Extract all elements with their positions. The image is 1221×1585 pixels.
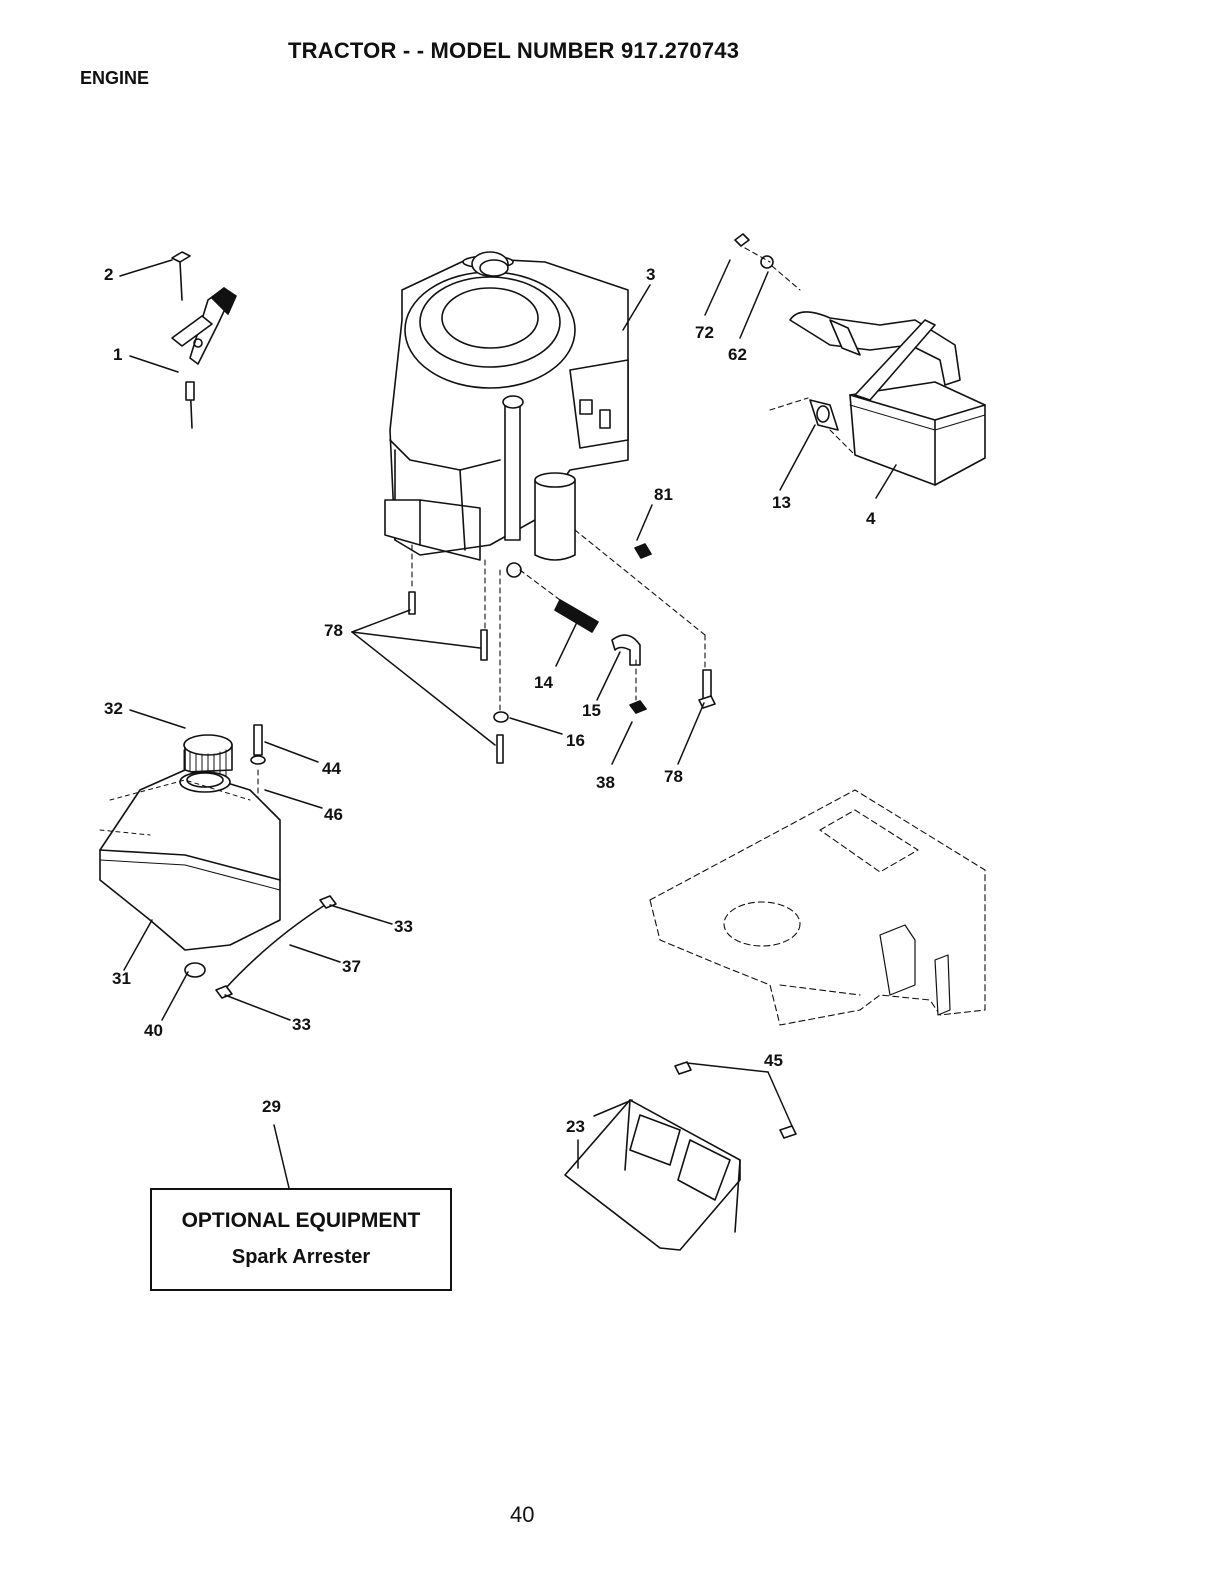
callout-1: 1: [113, 346, 122, 363]
chassis-bracket-part: [880, 925, 950, 1015]
callout-15: 15: [582, 702, 601, 719]
engine-part: [385, 252, 628, 577]
callout-44: 44: [322, 760, 341, 777]
callout-33-b: 33: [292, 1016, 311, 1033]
callout-3: 3: [646, 266, 655, 283]
fuel-tank-part: [100, 725, 336, 998]
optional-equipment-box: OPTIONAL EQUIPMENT Spark Arrester: [150, 1188, 452, 1291]
optional-equipment-item: Spark Arrester: [152, 1246, 450, 1269]
callout-72: 72: [695, 324, 714, 341]
chassis-frame-part: [650, 790, 985, 1025]
heat-shield-part: [565, 1062, 796, 1250]
callout-40: 40: [144, 1022, 163, 1039]
callout-29: 29: [262, 1098, 281, 1115]
callout-23: 23: [566, 1118, 585, 1135]
callout-2: 2: [104, 266, 113, 283]
callout-62: 62: [728, 346, 747, 363]
muffler-part: [735, 234, 985, 485]
callout-78-a: 78: [324, 622, 343, 639]
callout-78-b: 78: [664, 768, 683, 785]
optional-equipment-title: OPTIONAL EQUIPMENT: [152, 1209, 450, 1233]
callout-31: 31: [112, 970, 131, 987]
callout-32: 32: [104, 700, 123, 717]
throttle-control-part: [172, 252, 236, 428]
callout-13: 13: [772, 494, 791, 511]
page-number: 40: [510, 1502, 534, 1528]
callout-38: 38: [596, 774, 615, 791]
callout-81: 81: [654, 486, 673, 503]
callout-4: 4: [866, 510, 875, 527]
callout-14: 14: [534, 674, 553, 691]
callout-46: 46: [324, 806, 343, 823]
callout-37: 37: [342, 958, 361, 975]
callout-16: 16: [566, 732, 585, 749]
callout-33-a: 33: [394, 918, 413, 935]
callout-45: 45: [764, 1052, 783, 1069]
